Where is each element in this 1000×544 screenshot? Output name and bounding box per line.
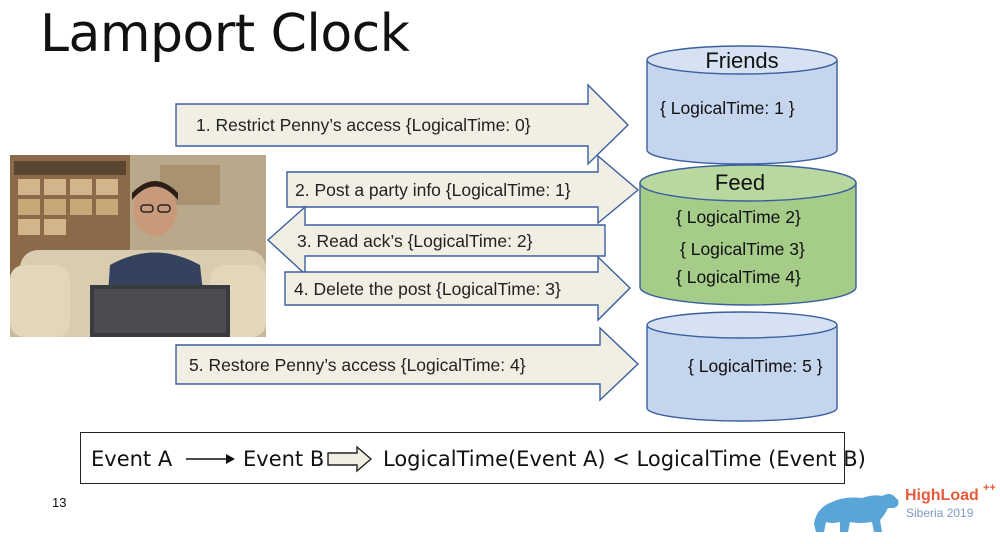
block-arrow-icon (327, 445, 373, 473)
arrow-2-label: 2. Post a party info {LogicalTime: 1} (295, 180, 571, 200)
database-friends-entry: { LogicalTime: 1 } (660, 98, 795, 118)
arrow-4: 4. Delete the post {LogicalTime: 3} (284, 255, 631, 322)
legend-formula: LogicalTime(Event A) < LogicalTime (Even… (383, 447, 866, 471)
arrow-1-label: 1. Restrict Penny’s access {LogicalTime:… (196, 115, 531, 135)
database-third: { LogicalTime: 5 } (646, 311, 838, 422)
legend-event-b: Event B (243, 447, 325, 471)
brand-subtitle: Siberia 2019 (906, 506, 974, 520)
database-feed-entry-2: { LogicalTime 3} (680, 239, 805, 259)
database-feed-title: Feed (715, 170, 765, 195)
database-third-entry: { LogicalTime: 5 } (688, 356, 823, 376)
arrow-1: 1. Restrict Penny’s access {LogicalTime:… (175, 83, 629, 166)
presenter-photo (10, 155, 266, 337)
arrow-2: 2. Post a party info {LogicalTime: 1} (286, 154, 640, 225)
legend-box: Event A Event B LogicalTime(Event A) < L… (80, 432, 866, 484)
database-feed-entry-1: { LogicalTime 2} (676, 207, 801, 227)
arrow-4-label: 4. Delete the post {LogicalTime: 3} (294, 279, 561, 299)
database-friends: Friends { LogicalTime: 1 } (646, 45, 838, 165)
bear-logo-icon (814, 494, 899, 532)
brand-plus: ++ (983, 482, 996, 494)
database-friends-title: Friends (705, 48, 778, 73)
arrow-5: 5. Restore Penny’s access {LogicalTime: … (175, 326, 640, 402)
legend-event-a: Event A (91, 447, 173, 471)
database-feed-entry-3: { LogicalTime 4} (676, 267, 801, 287)
thin-arrow-icon (186, 454, 235, 464)
arrow-5-label: 5. Restore Penny’s access {LogicalTime: … (189, 355, 526, 375)
slide-title: Lamport Clock (40, 4, 410, 64)
database-feed: Feed { LogicalTime 2} { LogicalTime 3} {… (639, 164, 857, 306)
arrow-3: 3. Read ack’s {LogicalTime: 2} (266, 205, 606, 276)
photo-illustration (10, 155, 266, 337)
page-number: 13 (52, 495, 67, 510)
brand-name: HighLoad (905, 487, 979, 504)
arrow-3-label: 3. Read ack’s {LogicalTime: 2} (297, 231, 533, 251)
